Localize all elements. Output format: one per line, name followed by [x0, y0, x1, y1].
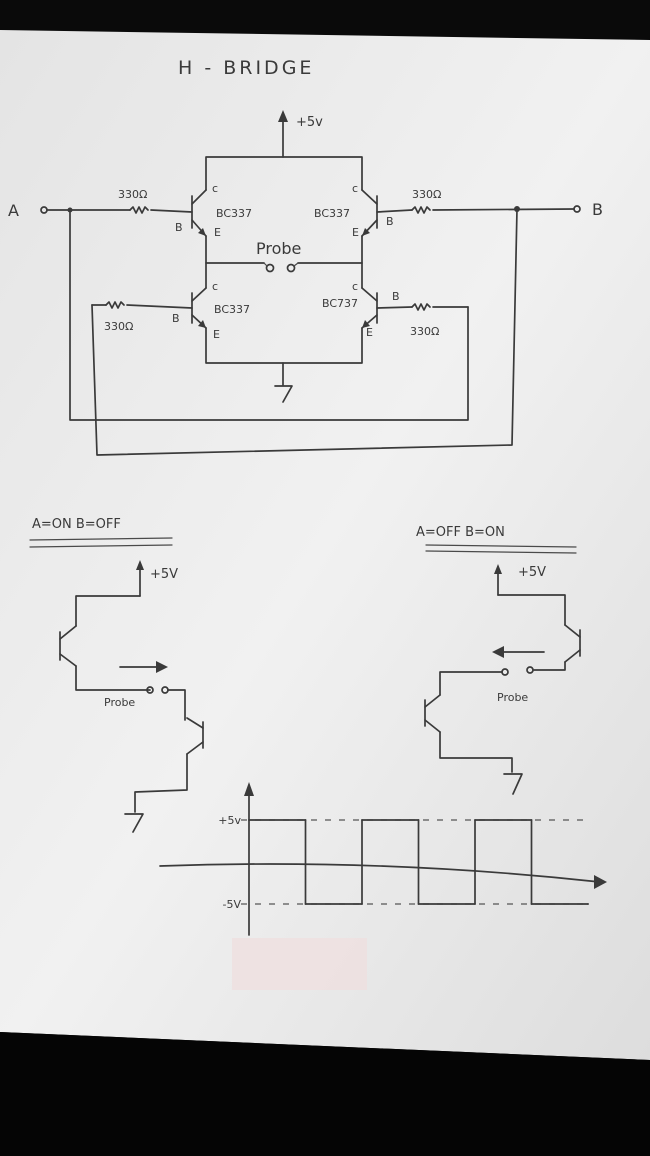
r2-value: 330Ω	[412, 188, 441, 201]
y-axis	[244, 782, 254, 936]
case-b-current-arrow-icon	[492, 646, 545, 658]
page-title: H - BRIDGE	[178, 57, 314, 79]
waveform-chart: +5v -5V	[159, 782, 607, 936]
wave-point	[304, 819, 307, 821]
top-rail	[205, 156, 363, 191]
wire-b-to-r3	[91, 208, 518, 456]
x-axis	[159, 863, 607, 889]
probe-terminal-right	[286, 263, 296, 273]
wave-point	[474, 903, 476, 905]
case-b-on: A=OFF B=ON +5V Probe	[416, 525, 581, 795]
case-b-heading: A=OFF B=ON	[416, 525, 505, 540]
terminal-b-node	[573, 205, 581, 213]
r3-value: 330Ω	[104, 320, 133, 333]
x-axis-arrow-icon	[594, 875, 607, 889]
h-bridge-schematic: +5v Probe c B E BC337	[8, 110, 603, 456]
q1-part-label: BC337	[216, 207, 252, 220]
resistor-r4-icon	[411, 303, 431, 311]
supply-arrow-icon	[278, 110, 288, 158]
q4-collector-pin: c	[352, 280, 358, 293]
wave-point	[248, 819, 250, 821]
terminal-b-label: B	[592, 200, 603, 219]
case-a-supply-label: +5V	[150, 567, 178, 582]
probe-label: Probe	[256, 239, 301, 258]
resistor-r2-icon	[411, 206, 431, 214]
wire-a-to-r4	[69, 209, 469, 421]
q1-base-pin: B	[175, 221, 183, 234]
wave-point	[304, 903, 307, 905]
q1-collector-pin: c	[212, 182, 218, 195]
case-a-current-arrow-icon	[119, 661, 168, 673]
supply-label: +5v	[296, 115, 323, 130]
paper	[0, 30, 650, 1060]
case-a-heading: A=ON B=OFF	[32, 517, 121, 532]
wave-point	[361, 819, 363, 821]
r1-value: 330Ω	[118, 188, 147, 201]
wave-point	[587, 903, 589, 905]
bottom-rail	[205, 327, 363, 364]
q3-part-label: BC337	[214, 303, 250, 316]
q3-base-pin: B	[172, 312, 180, 325]
case-a-supply-arrow-icon	[136, 560, 144, 597]
q4-emitter-pin: E	[366, 326, 373, 339]
case-b-transistor-top-icon	[564, 624, 581, 663]
probe-terminal-left	[265, 263, 275, 273]
case-b-ground-icon	[503, 773, 523, 795]
case-b-probe-label: Probe	[497, 691, 528, 704]
case-a-ground-icon	[124, 813, 144, 833]
y-axis-arrow-icon	[244, 782, 254, 796]
case-a-on: A=ON B=OFF +5V Probe	[29, 517, 204, 833]
q2-base-pin: B	[386, 215, 394, 228]
case-b-transistor-bottom-icon	[424, 694, 441, 733]
q4-base-pin: B	[392, 290, 400, 303]
q1-emitter-pin: E	[214, 226, 221, 239]
square-wave-series	[248, 819, 589, 905]
wave-point	[474, 819, 476, 821]
ground-icon	[274, 385, 293, 403]
y-tick-label: -5V	[223, 898, 242, 911]
r4-value: 330Ω	[410, 325, 439, 338]
wave-point	[417, 819, 420, 821]
table-surface	[0, 1032, 650, 1156]
q3-collector-pin: c	[212, 280, 218, 293]
case-a-transistor-bottom-icon	[186, 717, 204, 755]
q4-part-label: BC737	[322, 297, 358, 310]
q2-part-label: BC337	[314, 207, 350, 220]
wave-point	[530, 903, 533, 905]
case-b-supply-arrow-icon	[494, 564, 502, 596]
wave-point	[530, 819, 533, 821]
wave-point	[417, 903, 420, 905]
q3-emitter-pin: E	[213, 328, 220, 341]
resistor-r3-icon	[105, 301, 125, 309]
resistor-r1-icon	[129, 206, 149, 214]
wave-point	[361, 903, 363, 905]
q2-emitter-pin: E	[352, 226, 359, 239]
paper-stain	[232, 938, 367, 990]
case-b-supply-label: +5V	[518, 565, 546, 580]
case-a-probe-label: Probe	[104, 696, 135, 709]
case-a-transistor-top-icon	[59, 625, 77, 667]
q2-collector-pin: c	[352, 182, 358, 195]
y-tick-label: +5v	[218, 814, 241, 827]
terminal-a-label: A	[8, 201, 19, 220]
